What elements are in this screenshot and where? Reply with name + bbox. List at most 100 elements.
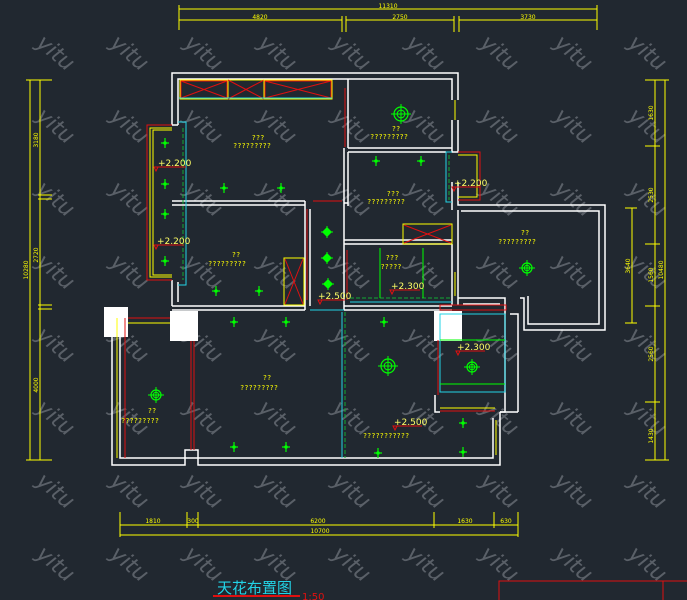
bottom-dimension-chain [119,512,519,537]
watermark-text: yitu [400,176,449,223]
left-dimension-chain [26,79,52,461]
dim-bottom-seg-4: 1630 [457,518,472,525]
dim-top-seg-1: 4820 [252,14,267,21]
room-desc: ??????????? [363,432,409,440]
dim-left-total: 10280 [23,260,30,279]
dim-right-seg-2: 2530 [648,187,655,202]
drawing-title: 天花布置图 [217,579,292,597]
room-name: ?? [392,125,400,133]
watermark-text: yitu [326,468,375,515]
watermark-text: yitu [252,176,301,223]
title-block [498,580,687,600]
dim-right-inner: 3640 [625,258,632,273]
top-dimension-chain [178,5,598,32]
room-name: ?? [148,407,156,415]
drawing-scale: 1:50 [302,592,324,600]
elevation-label: +2.300 [457,343,491,353]
downlight-icon [255,286,263,296]
watermark-text: yitu [30,30,79,77]
room-desc: ????????? [233,142,271,150]
watermark-text: yitu [104,468,153,515]
dim-left-seg-1: 3180 [33,132,40,147]
downlight-icon [374,448,382,458]
watermark-text: yitu [622,30,671,77]
watermark-text: yitu [30,395,79,442]
watermark-text: yitu [622,176,671,223]
column-3 [434,311,462,341]
downlight-icon [277,183,285,193]
ceiling-lamp-icon [519,260,535,276]
elevation-marker: +2.200 [153,237,191,251]
ceiling-lamp-icon [148,387,164,403]
downlight-icon [372,156,380,166]
downlight-icon [161,179,169,189]
watermark-text: yitu [474,103,523,150]
dim-right-seg-4: 2560 [648,346,655,361]
downlight-icon [230,317,238,327]
watermark-text: yitu [474,395,523,442]
dim-top-total: 11310 [378,3,397,10]
dim-top-seg-2: 2750 [392,14,407,21]
room-desc: ????????? [367,198,405,206]
watermark-text: yitu [548,103,597,150]
dim-bottom-seg-3: 6200 [310,518,325,525]
room-desc: ????????? [498,238,536,246]
downlight-icon [161,256,169,266]
downlight-icon [459,418,467,428]
ceiling-lamp-icon [464,359,480,375]
elevation-marker: +2.300 [455,343,491,357]
elevation-marker: +2.200 [153,159,192,173]
column-1 [104,307,128,337]
spotlight-icon [321,226,333,238]
watermark-text: yitu [104,103,153,150]
watermark-text: yitu [326,322,375,369]
dim-left-seg-3: 4000 [33,377,40,392]
room-name: ?? [521,229,529,237]
elevation-marker: +2.500 [317,292,352,306]
watermark-text: yitu [622,103,671,150]
downlight-icon [282,317,290,327]
watermark-text: yitu [104,176,153,223]
downlight-icon [230,442,238,452]
elevation-label: +2.300 [391,282,425,292]
column-2 [170,311,198,341]
dim-bottom-total: 10700 [310,528,329,535]
ceiling-lamp-icon [391,104,411,124]
watermark-text: yitu [474,30,523,77]
watermark-text: yitu [326,249,375,296]
room-desc: ????????? [240,384,278,392]
watermark-text: yitu [548,322,597,369]
dim-right-seg-5: 1430 [648,428,655,443]
dim-right-total: 10480 [658,260,665,279]
watermark-text: yitu [30,176,79,223]
elevation-marker: +2.300 [389,282,425,296]
watermark-text: yitu [400,468,449,515]
watermark-text: yitu [252,395,301,442]
watermark-text: yitu [474,468,523,515]
watermark-text: yitu [104,541,153,588]
watermark-text: yitu [326,541,375,588]
dim-top-seg-3: 3730 [520,14,535,21]
watermark-text: yitu [178,395,227,442]
downlight-icon [220,183,228,193]
dim-left-seg-2: 2720 [33,247,40,262]
watermark-text: yitu [548,395,597,442]
room-name: ??? [252,134,265,142]
room-name: ??? [387,190,400,198]
room-name: ??? [386,254,399,262]
watermark-text: yitu [252,249,301,296]
watermark-text: yitu [548,541,597,588]
downlight-icon [161,209,169,219]
room-name: ?? [263,374,271,382]
elevation-label: +2.200 [158,159,192,169]
downlight-icon [417,156,425,166]
watermark-text: yitu [622,322,671,369]
watermark-text: yitu [400,103,449,150]
elevation-markers: +2.200 +2.200 +2.200 +2.500 +2.300 +2.30… [153,159,491,432]
elevation-label: +2.200 [157,237,191,247]
watermark-text: yitu [548,176,597,223]
watermark-text: yitu [178,468,227,515]
watermark-text: yitu [326,30,375,77]
watermark-text: yitu [104,30,153,77]
watermark-text: yitu [104,249,153,296]
